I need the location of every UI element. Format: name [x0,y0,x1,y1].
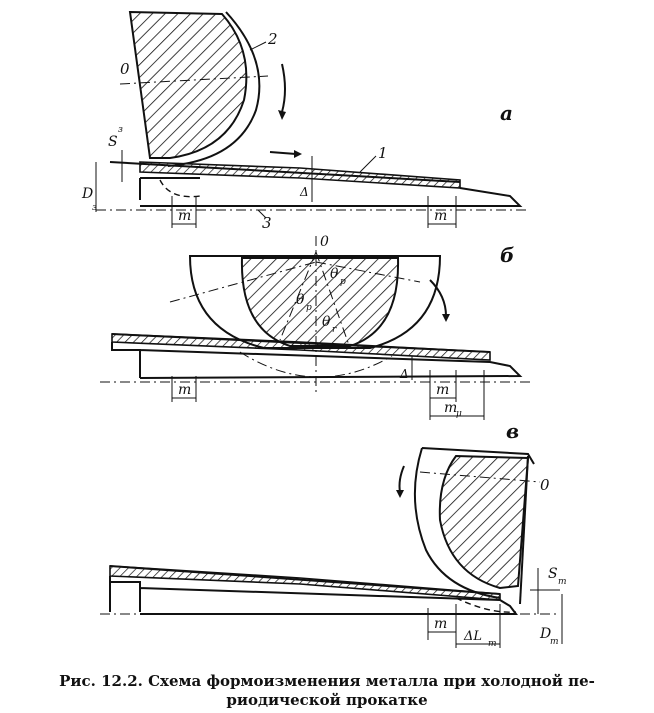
arrow-head-v [396,490,404,498]
rotation-arrow-v [398,465,405,493]
center-line-v [419,471,541,483]
roll-a-outer-arc [167,11,261,167]
label-theta-p-left-sub: р [306,303,312,313]
label-s-z-sub: з [118,125,123,135]
label-d-z: D [81,186,93,202]
panel-label-v: в [506,419,519,443]
roll-b-core [240,257,400,347]
feed-arrow-a [269,151,297,155]
label-m-v: m [434,616,447,632]
label-theta-r-sub: r [332,325,337,335]
label-m-mu-sub: μ [456,409,462,419]
label-s-t-sub: т [558,577,567,587]
ray-left-b [169,261,317,303]
label-m-mu: m [444,400,457,416]
leader-1 [359,155,377,173]
label-o-a: 0 [120,60,130,78]
label-d-t-sub: т [550,637,559,647]
panel-b: 0 θ р θ р θ r б Δ m m m μ [100,234,530,420]
leader-3 [257,209,267,219]
label-theta-p-left: θ [296,292,305,308]
rotation-arrow-b [429,279,447,317]
label-d-t: D [539,626,551,642]
label-m-b-left: m [178,382,191,398]
label-s-t: S [548,566,558,582]
mandrel-b [111,342,523,379]
label-theta-r: θ [322,314,331,330]
mandrel-a [139,177,523,207]
label-2: 2 [267,30,278,48]
label-theta-p-top: θ [330,266,339,282]
label-m-b-right: m [436,382,449,398]
roll-a [128,10,248,159]
roll-v [438,454,530,590]
mandrel-v [109,576,518,615]
leader-2 [249,41,267,51]
panel-v: 0 S т D т m ΔL т [100,447,567,649]
ray-theta-p-b [279,251,317,341]
label-delta-l: ΔL [463,629,482,644]
feed-arrow-a-head [294,150,302,158]
label-delta-b: Δ [399,367,409,381]
strip-a-top [109,161,461,183]
strip-b-top [111,333,491,353]
strip-v-top [109,565,501,595]
figure-caption: Рис. 12.2. Схема формоизменения металла … [0,672,654,710]
label-delta-l-sub: т [488,639,497,649]
label-d-z-sub: з [92,203,97,213]
arrow-head-a [278,110,286,120]
arrow-head-b [442,314,450,322]
dashed-contour-v [455,597,517,613]
caption-line-1: Рис. 12.2. Схема формоизменения металла … [59,672,595,690]
roll-v-outer [413,447,535,599]
rotation-arrow-a [281,63,286,113]
label-theta-p-top-sub: р [340,277,346,287]
label-3: 3 [262,214,272,232]
label-o-v: 0 [540,476,550,494]
label-s-z: S [108,134,118,150]
center-line-a [119,75,269,85]
dashed-contour-a [159,179,201,198]
label-1: 1 [378,144,388,162]
label-o-b: 0 [320,234,329,250]
label-m-a-right: m [434,208,447,224]
panel-label-a: а [500,101,513,125]
panel-label-b: б [500,243,514,267]
panel-a: 0 2 1 3 а S з D з Δ m m [81,10,530,232]
label-delta-a: Δ [299,185,309,199]
label-m-a-left: m [178,208,191,224]
caption-line-2: риодической прокатке [226,691,428,709]
ray-theta-b [315,251,351,349]
ray-right-b [315,261,421,283]
